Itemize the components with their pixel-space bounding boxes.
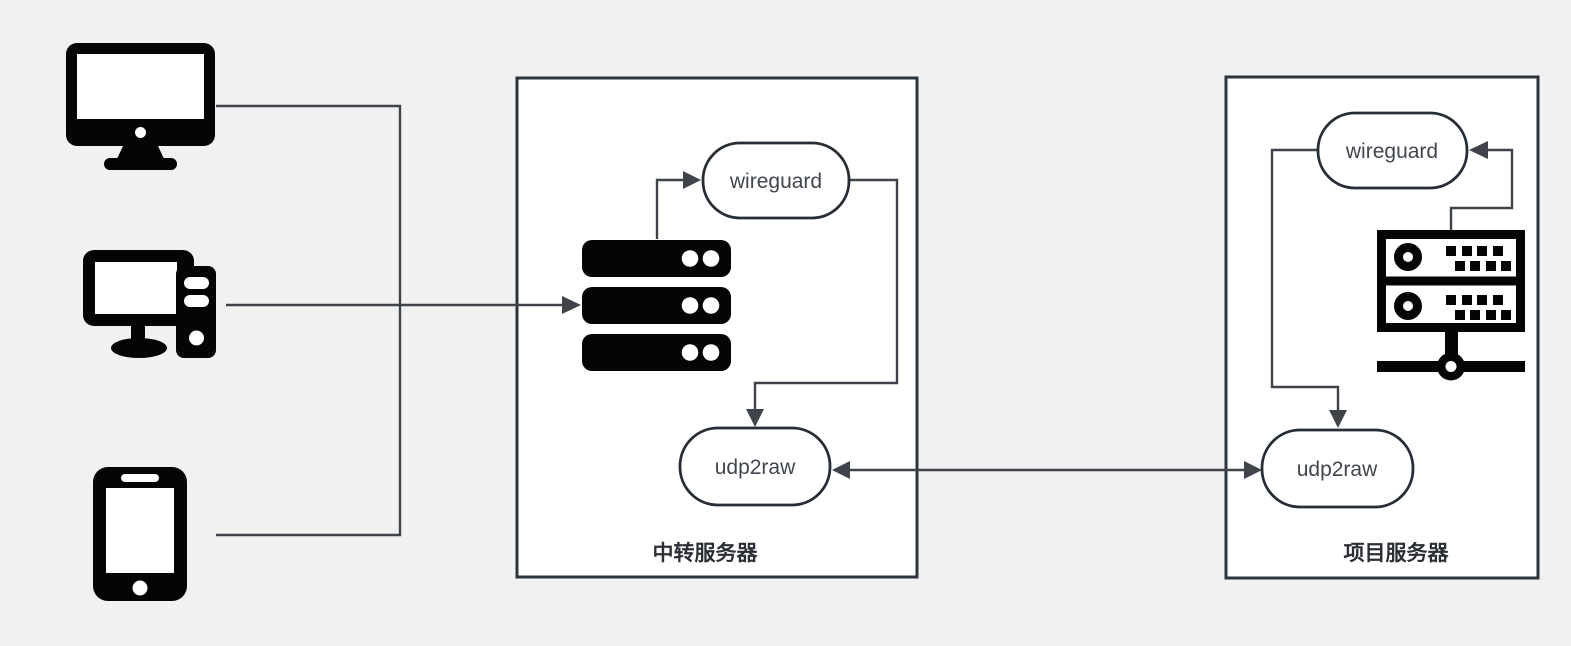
node-pill — [1316, 111, 1469, 190]
rack-vent — [1501, 310, 1511, 320]
desktop-monitor-neck — [131, 324, 145, 342]
smartphone-icon — [93, 467, 187, 601]
server-led — [681, 344, 699, 361]
rack-stem — [1445, 328, 1458, 356]
rack-vent — [1501, 261, 1511, 271]
node-relay-udp2raw: udp2raw — [678, 426, 832, 507]
server-unit — [582, 240, 731, 277]
rack-vent — [1455, 310, 1465, 320]
edge-udp2raw-tunnel — [832, 461, 1262, 479]
node-pill — [1260, 428, 1415, 509]
project-box-title: 项目服务器 — [1344, 541, 1450, 565]
arrowhead-right-icon — [683, 171, 701, 189]
edge-line — [1449, 148, 1514, 230]
edge-clients-merge — [216, 104, 402, 537]
edge-clients-to-relay-server — [226, 296, 581, 314]
rack-vent — [1477, 295, 1487, 305]
rack-drive-ring — [1394, 292, 1422, 320]
edge-project-wireguard-to-udp2raw — [1270, 148, 1347, 428]
desktop-monitor-base — [111, 338, 167, 358]
rack-vent — [1486, 310, 1496, 320]
monitor-screen — [77, 54, 204, 119]
server-led — [702, 297, 720, 314]
arrowhead-right-icon — [562, 296, 581, 314]
monitor-camera-dot — [135, 127, 146, 138]
rack-vent — [1462, 246, 1472, 256]
edge-line — [655, 178, 684, 239]
project-udp2raw-label: udp2raw — [1297, 458, 1378, 481]
edge-relay-wireguard-to-udp2raw — [746, 178, 899, 427]
server-led — [681, 297, 699, 314]
server-led — [702, 344, 720, 361]
phone-speaker — [121, 474, 159, 482]
relay-udp2raw-label: udp2raw — [715, 456, 796, 479]
server-unit — [582, 287, 731, 324]
edge-relay-server-to-wireguard — [655, 171, 701, 239]
arrowhead-down-icon — [1329, 410, 1347, 428]
desktop-tower-icon — [83, 250, 216, 358]
monitor-icon — [66, 43, 215, 170]
node-project-wireguard: wireguard — [1316, 111, 1469, 190]
rack-vent — [1446, 295, 1456, 305]
phone-home-button — [132, 580, 148, 596]
server-led — [702, 250, 720, 267]
server-stack-icon — [582, 240, 731, 371]
desktop-monitor-screen — [95, 262, 177, 314]
edge-line — [1270, 148, 1340, 410]
rack-vent — [1493, 295, 1503, 305]
rack-hub-inner — [1445, 361, 1457, 372]
monitor-base — [104, 158, 177, 170]
monitor-neck — [116, 146, 165, 161]
rack-vent — [1477, 246, 1487, 256]
node-relay-wireguard: wireguard — [701, 141, 851, 220]
node-pill — [701, 141, 851, 220]
arrowhead-left-icon — [832, 461, 850, 479]
relay-box-title: 中转服务器 — [653, 541, 759, 565]
arrowhead-left-icon — [1469, 141, 1488, 159]
rack-vent — [1470, 310, 1480, 320]
desktop-tower-slot — [184, 277, 209, 289]
server-led — [681, 250, 699, 267]
edge-project-server-to-wireguard — [1449, 141, 1514, 230]
arrowhead-right-icon — [1244, 461, 1262, 479]
rack-vent — [1486, 261, 1496, 271]
server-unit — [582, 334, 731, 371]
rack-vent — [1462, 295, 1472, 305]
arrowhead-down-icon — [746, 409, 764, 427]
rack-vent — [1493, 246, 1503, 256]
desktop-tower-body — [176, 266, 216, 358]
phone-screen — [106, 488, 174, 573]
rack-vent — [1470, 261, 1480, 271]
rack-vent — [1446, 246, 1456, 256]
project-wireguard-label: wireguard — [1345, 140, 1438, 163]
desktop-tower-button — [189, 330, 204, 346]
node-pill — [678, 426, 832, 507]
rack-drive-ring — [1394, 243, 1422, 271]
edge-line — [753, 178, 899, 409]
desktop-tower-slot — [184, 295, 209, 307]
server-rack-icon — [1377, 230, 1525, 381]
node-project-udp2raw: udp2raw — [1260, 428, 1415, 509]
rack-vent — [1455, 261, 1465, 271]
relay-wireguard-label: wireguard — [729, 170, 822, 193]
edge-line — [216, 104, 402, 537]
